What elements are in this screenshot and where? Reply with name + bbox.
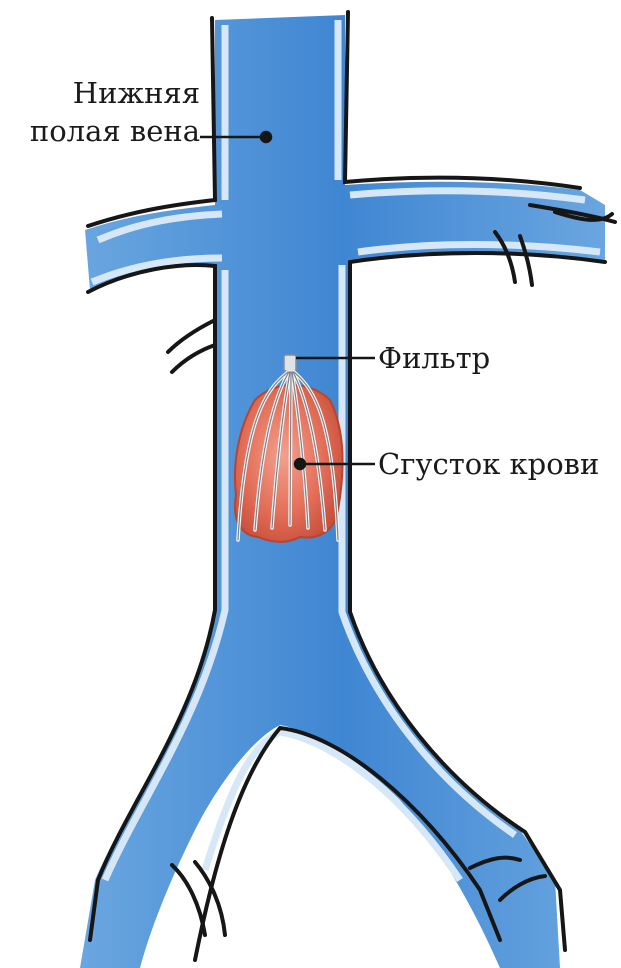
inferior-vena-cava-label-line1: Нижняя [73,75,200,111]
blood-clot-label: Сгусток крови [378,446,599,482]
filter-label: Фильтр [378,340,490,376]
vein-body [80,15,605,968]
inferior-vena-cava-label-line2: полая вена [30,113,200,149]
